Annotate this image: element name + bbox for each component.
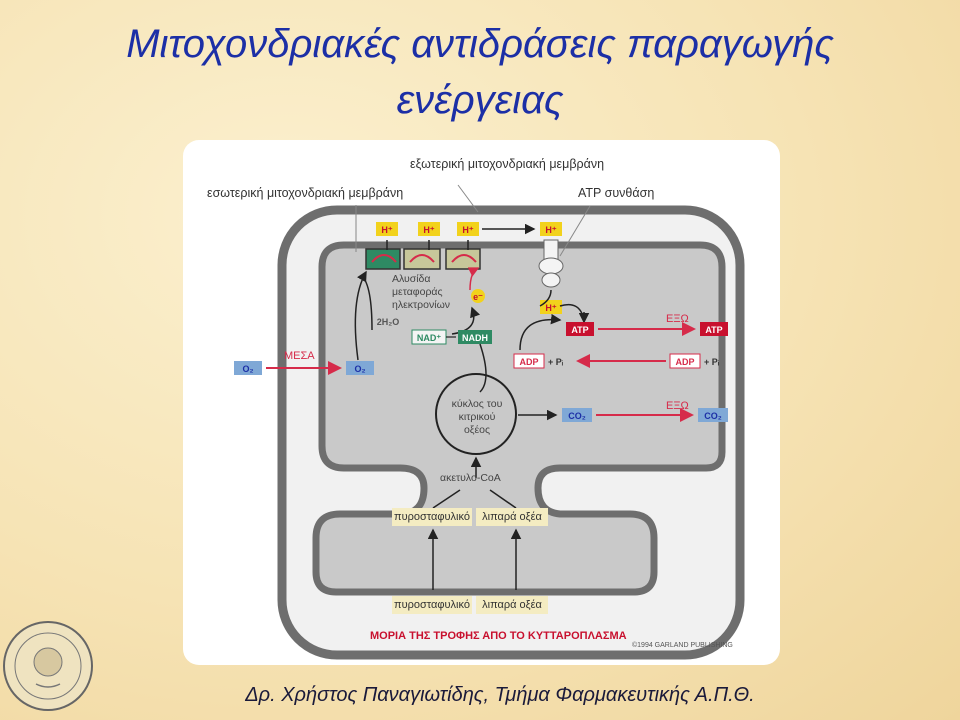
complex-1	[365, 248, 401, 270]
nadh-chip	[458, 330, 492, 344]
pi-text-inside: + Pᵢ	[548, 357, 564, 367]
co2-text-inside: CO₂	[568, 411, 586, 421]
label-krebs-line3: οξέος	[463, 424, 491, 436]
adp-chip-inside	[513, 353, 545, 369]
o2-chip-inside	[346, 361, 374, 375]
label-food-molecules: ΜΟΡΙΑ ΤΗΣ ΤΡΟΦΗΣ ΑΠΟ ΤΟ ΚΥΤΤΑΡΟΠΛΑΣΜΑ	[370, 630, 627, 642]
o2-text-inside: O₂	[355, 364, 366, 374]
electron-text: e⁻	[473, 292, 483, 302]
copyright-text: ©1994 GARLAND PUBLISHING	[632, 642, 733, 649]
h-chip-3: H⁺	[462, 225, 473, 235]
label-inside: ΜΕΣΑ	[284, 350, 315, 362]
footer-author: Δρ. Χρήστος Παναγιωτίδης, Τμήμα Φαρμακευ…	[245, 684, 755, 706]
co2-chip-inside	[562, 408, 592, 422]
slide-title-line1: Μιτοχονδριακές αντιδράσεις παραγωγής	[126, 22, 834, 66]
label-fatty-outer: λιπαρά οξέα	[476, 596, 548, 614]
university-seal-icon	[3, 621, 93, 711]
label-etc: Αλυσίδα μεταφοράς ηλεκτρονίων	[392, 273, 450, 312]
h-plus-chips-top	[376, 222, 562, 314]
electron-icon	[471, 289, 485, 303]
nad-text: NAD⁺	[417, 333, 441, 343]
adp-text-inside: ADP	[519, 357, 538, 367]
nadh-text: NADH	[462, 333, 488, 343]
co2-text-outside: CO₂	[704, 411, 722, 421]
label-fatty-inner: λιπαρά οξέα	[476, 508, 548, 526]
label-krebs-line1: κύκλος του	[451, 398, 503, 410]
o2-chip-outside	[234, 361, 262, 375]
atp-chip-outside	[700, 322, 728, 336]
atp-text-inside: ATP	[571, 325, 588, 335]
atp-chip-inside	[566, 322, 594, 336]
label-krebs: κύκλος του κιτρικού οξέος	[446, 398, 508, 437]
label-outside-co2: ΕΞΩ	[666, 400, 689, 412]
label-acetyl-coa: ακετυλο-CoA	[440, 472, 501, 484]
slide-title-line2: ενέργειας	[396, 78, 564, 122]
co2-chip-outside	[698, 408, 728, 422]
adp-chip-outside	[669, 353, 701, 369]
label-etc-line1: Αλυσίδα	[392, 273, 431, 285]
adp-text-outside: ADP	[675, 357, 694, 367]
complex-2	[403, 248, 441, 270]
atp-synthase	[538, 239, 564, 288]
label-krebs-line2: κιτρικού	[458, 411, 496, 423]
h-chip-4: H⁺	[545, 225, 556, 235]
label-inner-membrane: εσωτερική μιτοχονδριακή μεμβράνη	[207, 186, 404, 200]
complex-3	[445, 248, 481, 270]
label-pyruvate-outer: πυροσταφυλικό	[392, 596, 472, 614]
water-text: 2H₂O	[377, 317, 400, 327]
h-chip-1: H⁺	[381, 225, 392, 235]
label-pyruvate-inner: πυροσταφυλικό	[392, 508, 472, 526]
o2-text-outside: O₂	[243, 364, 254, 374]
atp-text-outside: ATP	[705, 325, 722, 335]
h-chip-2: H⁺	[423, 225, 434, 235]
label-etc-line2: μεταφοράς	[392, 286, 443, 298]
label-etc-line3: ηλεκτρονίων	[392, 299, 451, 311]
krebs-cycle	[435, 373, 517, 455]
label-atp-synthase: ATP συνθάση	[578, 186, 655, 200]
h-chip-5: H⁺	[545, 303, 556, 313]
label-outside-atp: ΕΞΩ	[666, 313, 689, 325]
pi-text-outside: + Pᵢ	[704, 357, 720, 367]
label-outer-membrane: εξωτερική μιτοχονδριακή μεμβράνη	[410, 157, 605, 171]
